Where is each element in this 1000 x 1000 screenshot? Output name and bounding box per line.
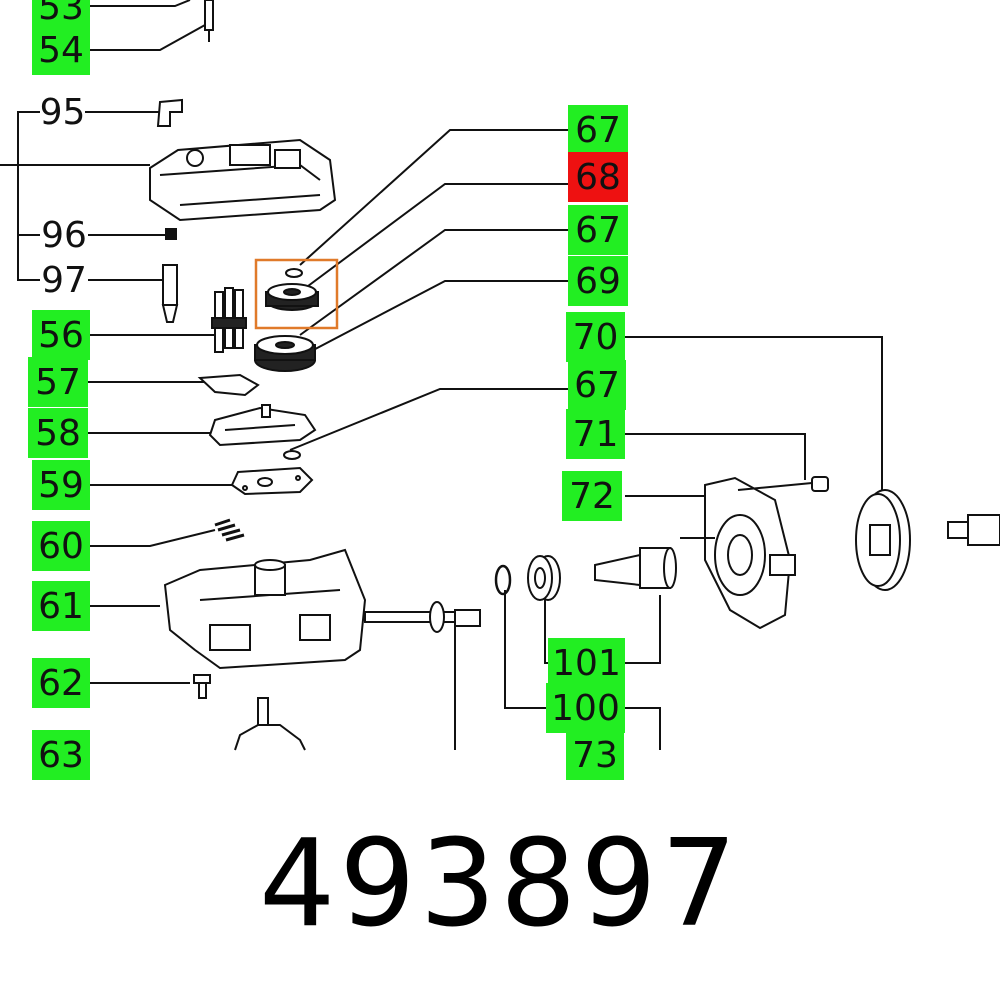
bushing-shape	[594, 547, 677, 589]
diagram-drawing	[0, 0, 1000, 751]
bracket-100-73	[625, 707, 661, 750]
wheel-70-shape	[855, 489, 911, 591]
leader-67c	[289, 388, 568, 451]
label-60[interactable]: 60	[32, 521, 90, 571]
label-96[interactable]: 96	[41, 214, 87, 256]
slider-58-shape	[208, 404, 317, 447]
leader-68	[299, 183, 568, 293]
washer-67c-shape	[283, 450, 301, 460]
bracket-101-73	[625, 595, 661, 664]
bracket-95-97	[17, 111, 40, 281]
leader-54	[90, 24, 206, 51]
bearing-101-shape	[527, 555, 561, 601]
pin-97-shape	[161, 264, 179, 323]
label-73[interactable]: 73	[566, 730, 624, 780]
contact-block-56-shape	[211, 287, 247, 353]
exploded-parts-diagram: 53 54 95 96 97 56 57 58 59 60 61 62 63 6…	[0, 0, 1000, 780]
gear-upper-shape	[265, 268, 319, 311]
leader-70	[625, 336, 883, 500]
gear-lower-shape	[254, 335, 316, 372]
screw-54-shape	[204, 0, 214, 42]
upper-housing-shape	[149, 138, 337, 222]
label-69[interactable]: 69	[568, 256, 628, 306]
screw-71-shape	[737, 476, 829, 492]
label-101[interactable]: 101	[548, 638, 625, 688]
shaft-73-shape	[364, 601, 481, 633]
nut-96-shape	[165, 228, 177, 240]
part-63-shape	[234, 697, 306, 751]
label-54[interactable]: 54	[32, 25, 90, 75]
leader-67a	[299, 129, 568, 266]
leader-67b	[299, 229, 568, 336]
plate-57-shape	[197, 373, 260, 397]
label-58[interactable]: 58	[28, 408, 88, 458]
label-70[interactable]: 70	[566, 312, 625, 362]
highlight-box	[254, 258, 339, 330]
ring-100-shape	[494, 564, 512, 596]
label-56[interactable]: 56	[32, 310, 90, 360]
leader-69	[299, 280, 568, 358]
label-97[interactable]: 97	[41, 259, 87, 301]
label-72[interactable]: 72	[562, 471, 622, 521]
label-95[interactable]: 95	[39, 91, 86, 133]
label-57[interactable]: 57	[28, 357, 88, 407]
lower-housing-61-shape	[163, 548, 367, 670]
label-53[interactable]: 53	[32, 0, 90, 32]
label-71[interactable]: 71	[566, 409, 625, 459]
part-number: 493897	[258, 815, 742, 954]
label-61[interactable]: 61	[32, 581, 90, 631]
label-67-middle[interactable]: 67	[568, 205, 628, 255]
leader-71	[625, 433, 806, 480]
label-67-top[interactable]: 67	[568, 105, 628, 155]
label-68[interactable]: 68	[568, 152, 628, 202]
leader-60	[90, 529, 216, 547]
armature-shaft-shape	[947, 514, 1000, 546]
label-63[interactable]: 63	[32, 730, 90, 780]
gasket-59-shape	[230, 466, 314, 496]
leader-53	[90, 0, 191, 7]
label-67-bottom[interactable]: 67	[568, 360, 626, 410]
clip-95-shape	[156, 98, 183, 127]
screw-62-shape	[193, 674, 211, 699]
label-59[interactable]: 59	[32, 460, 90, 510]
label-100[interactable]: 100	[546, 683, 625, 733]
cover-plate-72-shape	[680, 476, 796, 630]
label-62[interactable]: 62	[32, 658, 90, 708]
spring-60-shape	[214, 518, 245, 542]
